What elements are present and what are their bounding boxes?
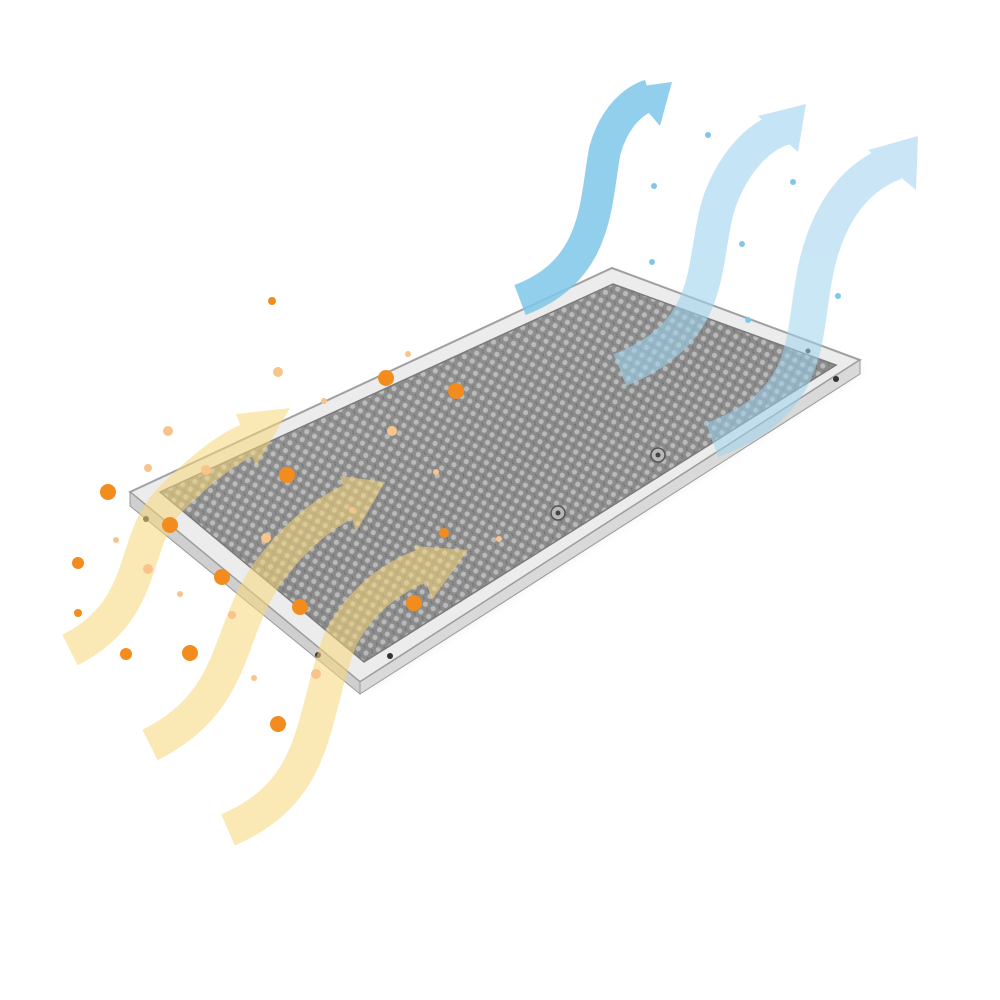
curved-arrow-icon xyxy=(705,136,918,457)
curved-arrow-icon xyxy=(613,104,806,386)
incoming-air-arrows xyxy=(61,408,468,846)
rivet-icon xyxy=(550,447,666,521)
dot-icon xyxy=(649,132,841,323)
clean-particles xyxy=(649,132,841,323)
curved-arrow-icon xyxy=(61,408,290,666)
dot-icon xyxy=(72,297,464,732)
grease-particles xyxy=(72,297,502,732)
outgoing-air-arrows xyxy=(513,79,918,457)
curved-arrow-icon xyxy=(513,79,672,315)
dot-icon xyxy=(113,351,502,681)
curved-arrow-icon xyxy=(220,546,468,846)
curved-arrow-icon xyxy=(141,476,385,761)
